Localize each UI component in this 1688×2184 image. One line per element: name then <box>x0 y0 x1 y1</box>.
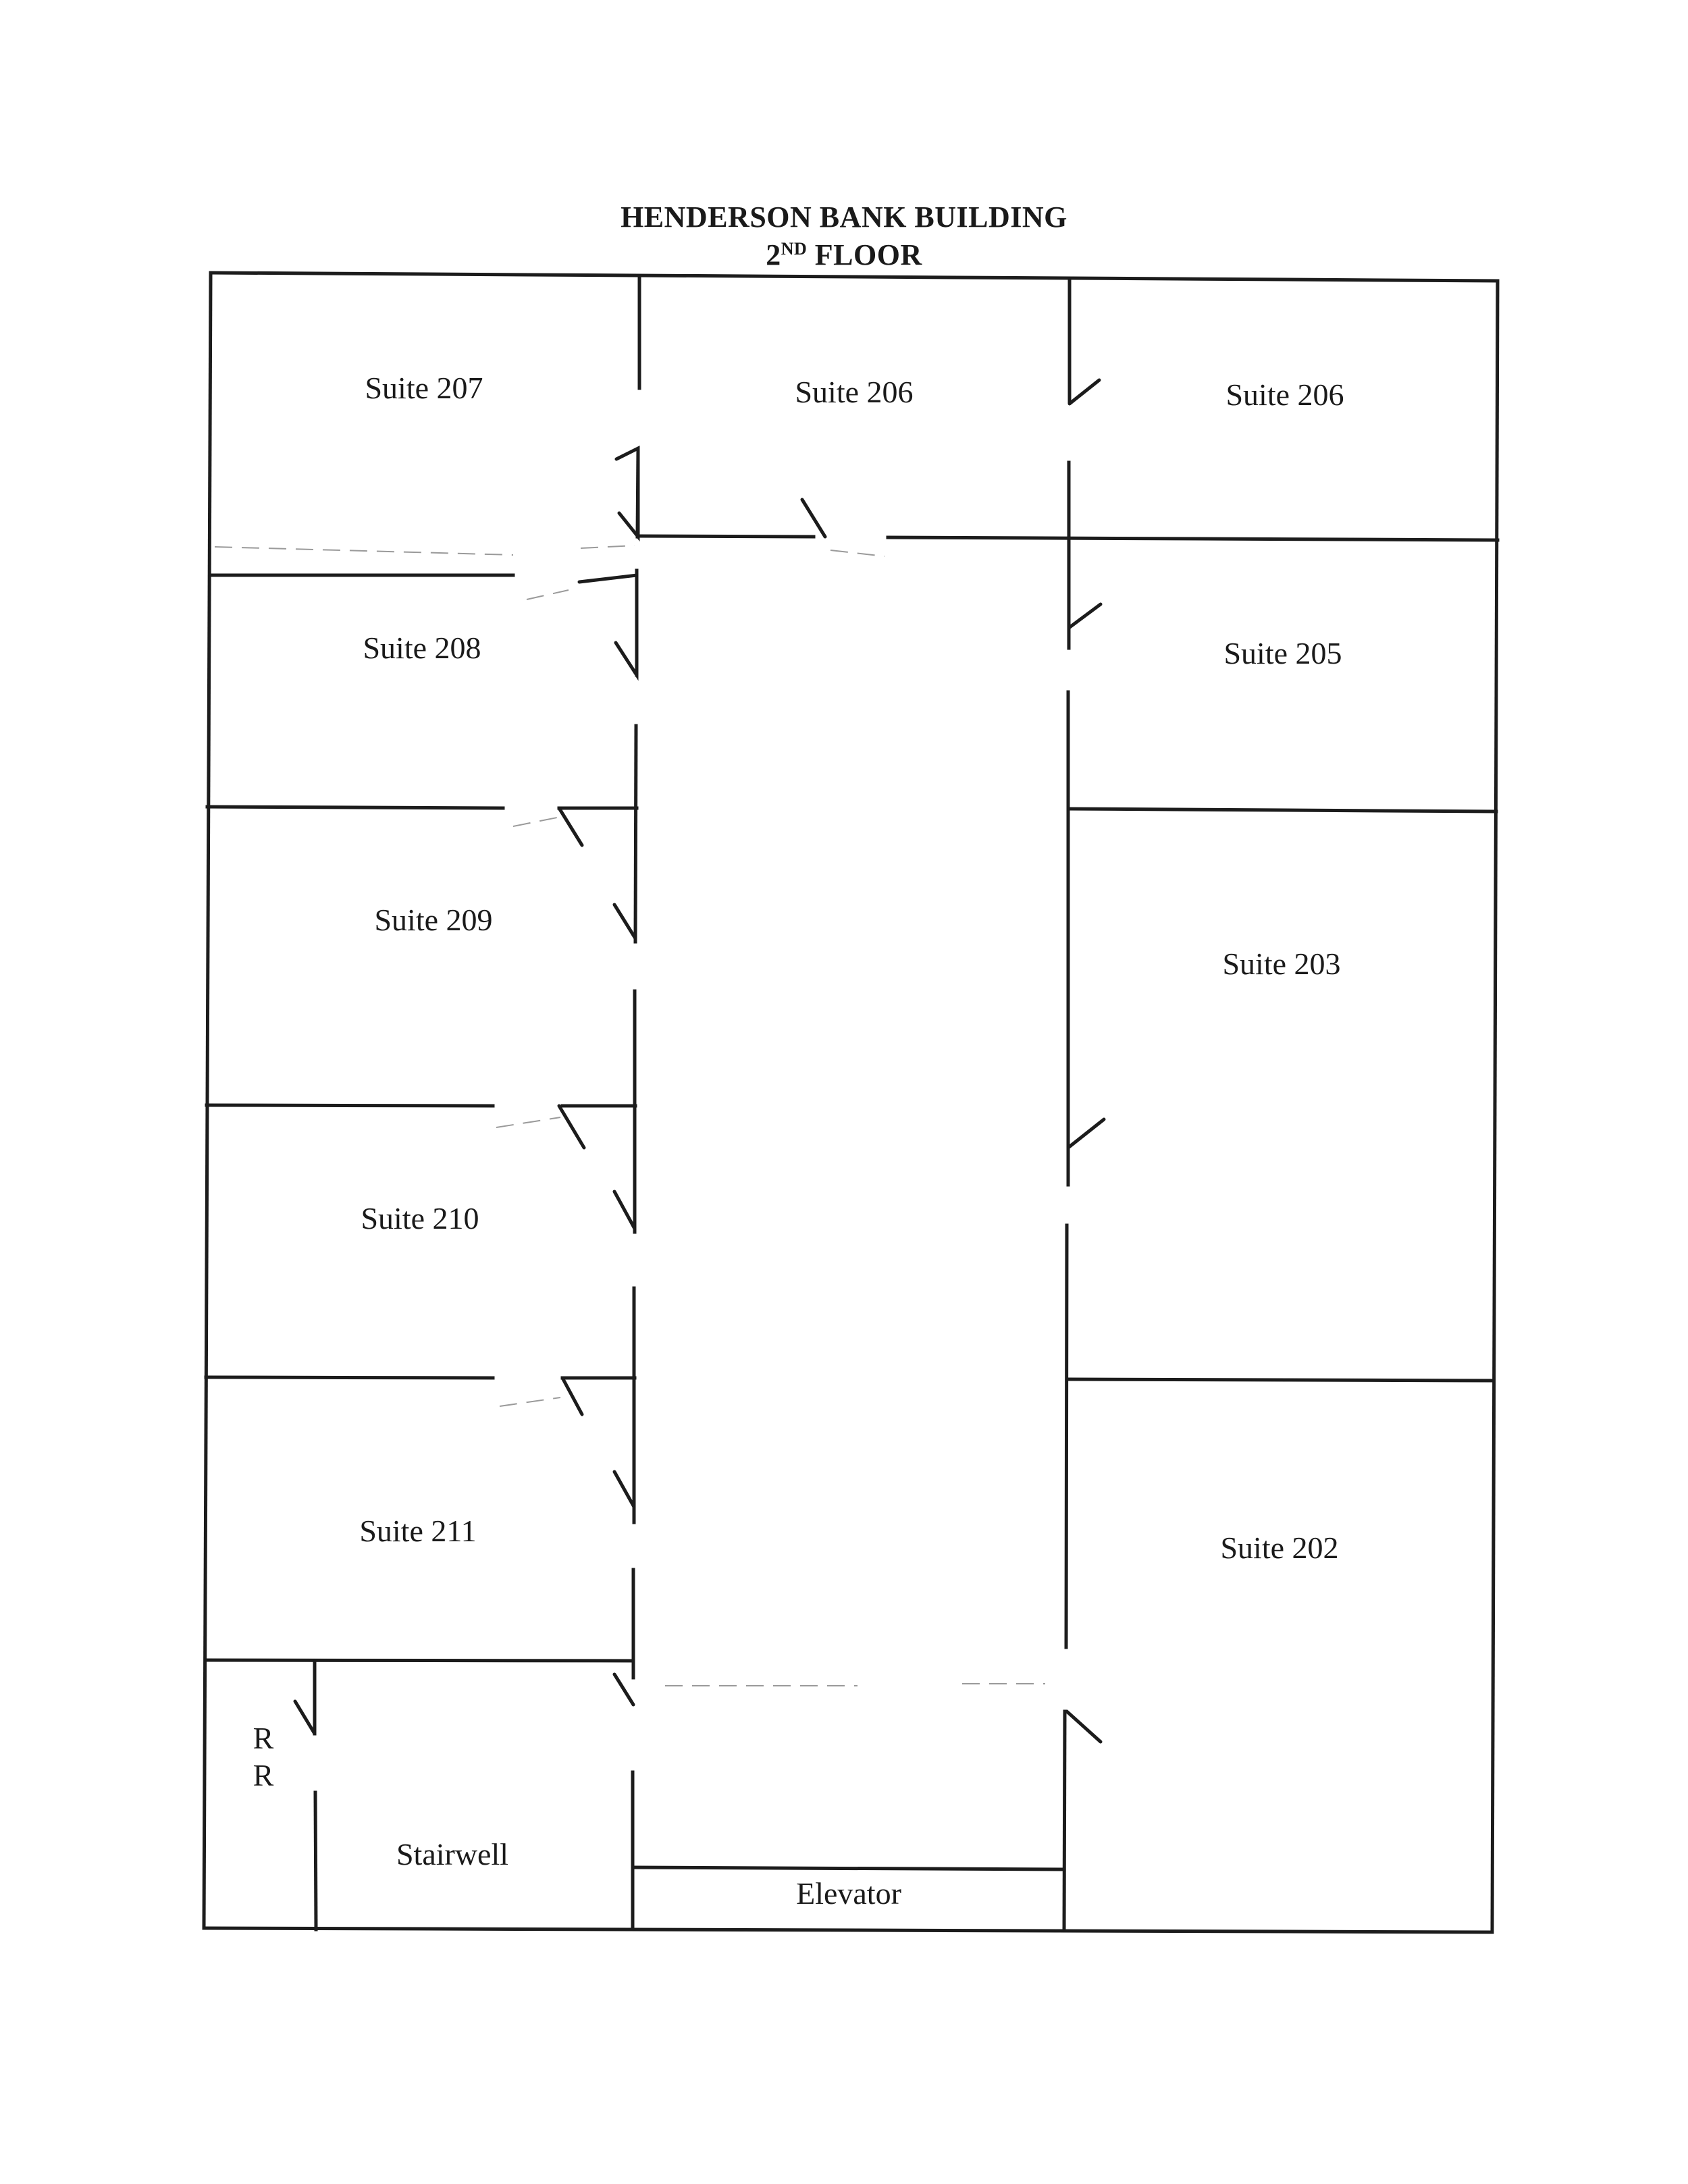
suite-202-label: Suite 202 <box>1220 1530 1338 1565</box>
floor-subtitle: 2ND FLOOR <box>0 238 1688 272</box>
suite-206-center-label: Suite 206 <box>795 375 913 409</box>
door-swings <box>293 378 1106 1744</box>
suite-208-label: Suite 208 <box>363 631 481 665</box>
left-partitions <box>203 573 639 1932</box>
plan-title: HENDERSON BANK BUILDING <box>0 200 1688 234</box>
restroom-label-r2: R <box>253 1758 274 1792</box>
floor-number: 2 <box>766 238 781 271</box>
stairwell-label: Stairwell <box>396 1837 508 1871</box>
suite-203-label: Suite 203 <box>1222 947 1340 981</box>
right-partitions <box>631 534 1500 1871</box>
right-corridor-wall <box>1062 279 1072 1933</box>
suite-207-label: Suite 207 <box>365 371 483 405</box>
suite-211-label: Suite 211 <box>359 1514 476 1548</box>
floor-word: FLOOR <box>814 238 922 271</box>
suite-206-right-label: Suite 206 <box>1225 377 1344 412</box>
building-name: HENDERSON BANK BUILDING <box>621 201 1067 234</box>
suite-210-label: Suite 210 <box>361 1201 479 1235</box>
elevator-label: Elevator <box>796 1876 901 1911</box>
suite-209-label: Suite 209 <box>374 903 492 937</box>
suite-205-label: Suite 205 <box>1223 636 1342 670</box>
restroom-label-r1: R <box>253 1721 274 1755</box>
floor-suffix: ND <box>781 239 808 259</box>
outer-walls <box>202 271 1500 1934</box>
faint-marks <box>214 545 1045 1686</box>
